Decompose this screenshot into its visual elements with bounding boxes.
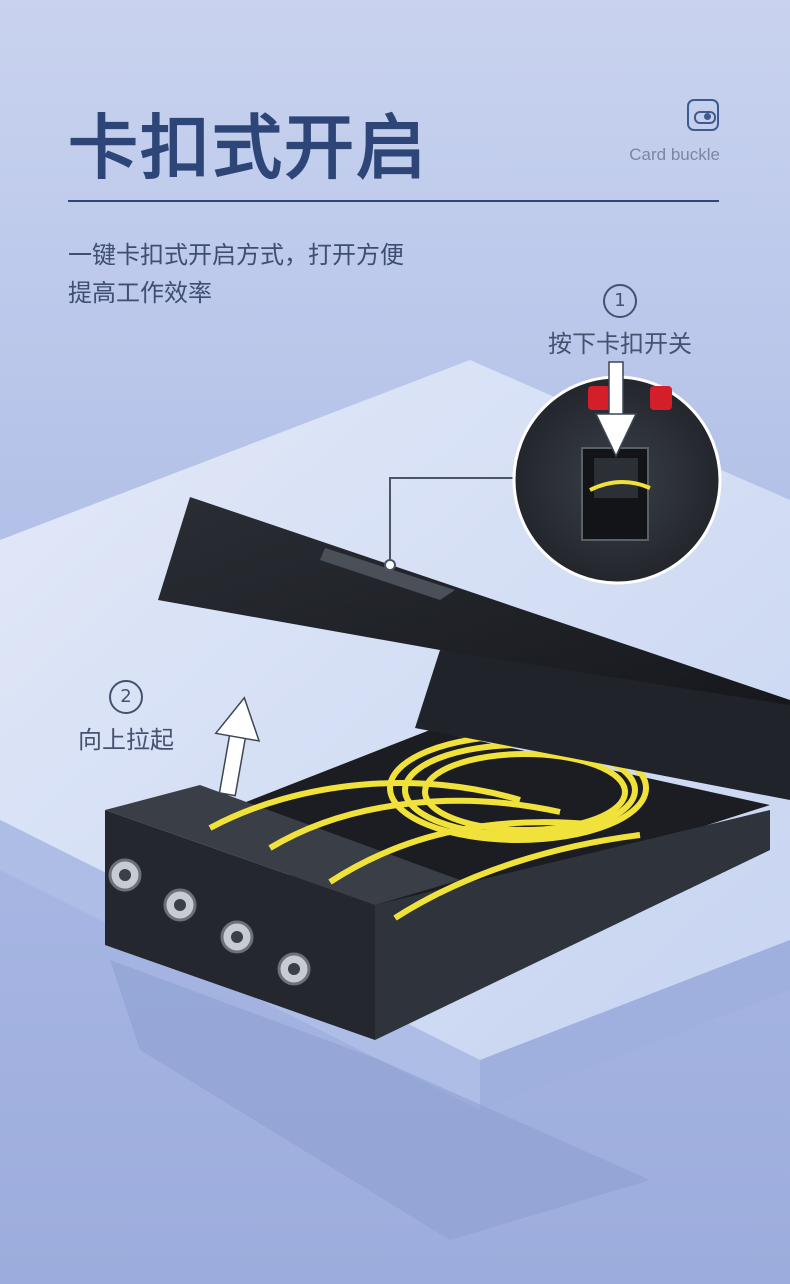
- lid-top: [158, 497, 790, 730]
- up-arrow-icon: [214, 696, 261, 797]
- down-arrow-icon: [594, 361, 638, 458]
- step-2: 2 向上拉起: [56, 680, 196, 755]
- toggle-dot: [704, 113, 711, 120]
- box-shadow: [110, 960, 650, 1240]
- tray-top-edge: [105, 785, 460, 905]
- buckle-switch: [320, 548, 455, 600]
- toggle-pill: [694, 111, 716, 124]
- page-title: 卡扣式开启: [68, 107, 428, 189]
- step-1: 1 按下卡扣开关: [540, 284, 700, 359]
- platform-side: [480, 940, 790, 1110]
- tray-right-side: [375, 810, 770, 1040]
- toggle-icon: [687, 99, 719, 131]
- description: 一键卡扣式开启方式，打开方便 提高工作效率: [68, 236, 528, 312]
- lid-front: [415, 650, 790, 800]
- zoom-detail: [512, 375, 722, 585]
- step-1-number: 1: [603, 284, 637, 318]
- step-2-number: 2: [109, 680, 143, 714]
- callout-line: [389, 477, 520, 565]
- title-divider: [68, 200, 719, 202]
- description-line-1: 一键卡扣式开启方式，打开方便: [68, 241, 404, 269]
- description-line-2: 提高工作效率: [68, 279, 212, 307]
- step-1-label: 按下卡扣开关: [548, 330, 692, 358]
- step-2-label: 向上拉起: [78, 726, 174, 754]
- adapter-ports: [108, 858, 311, 986]
- badge-label: Card buckle: [629, 145, 720, 164]
